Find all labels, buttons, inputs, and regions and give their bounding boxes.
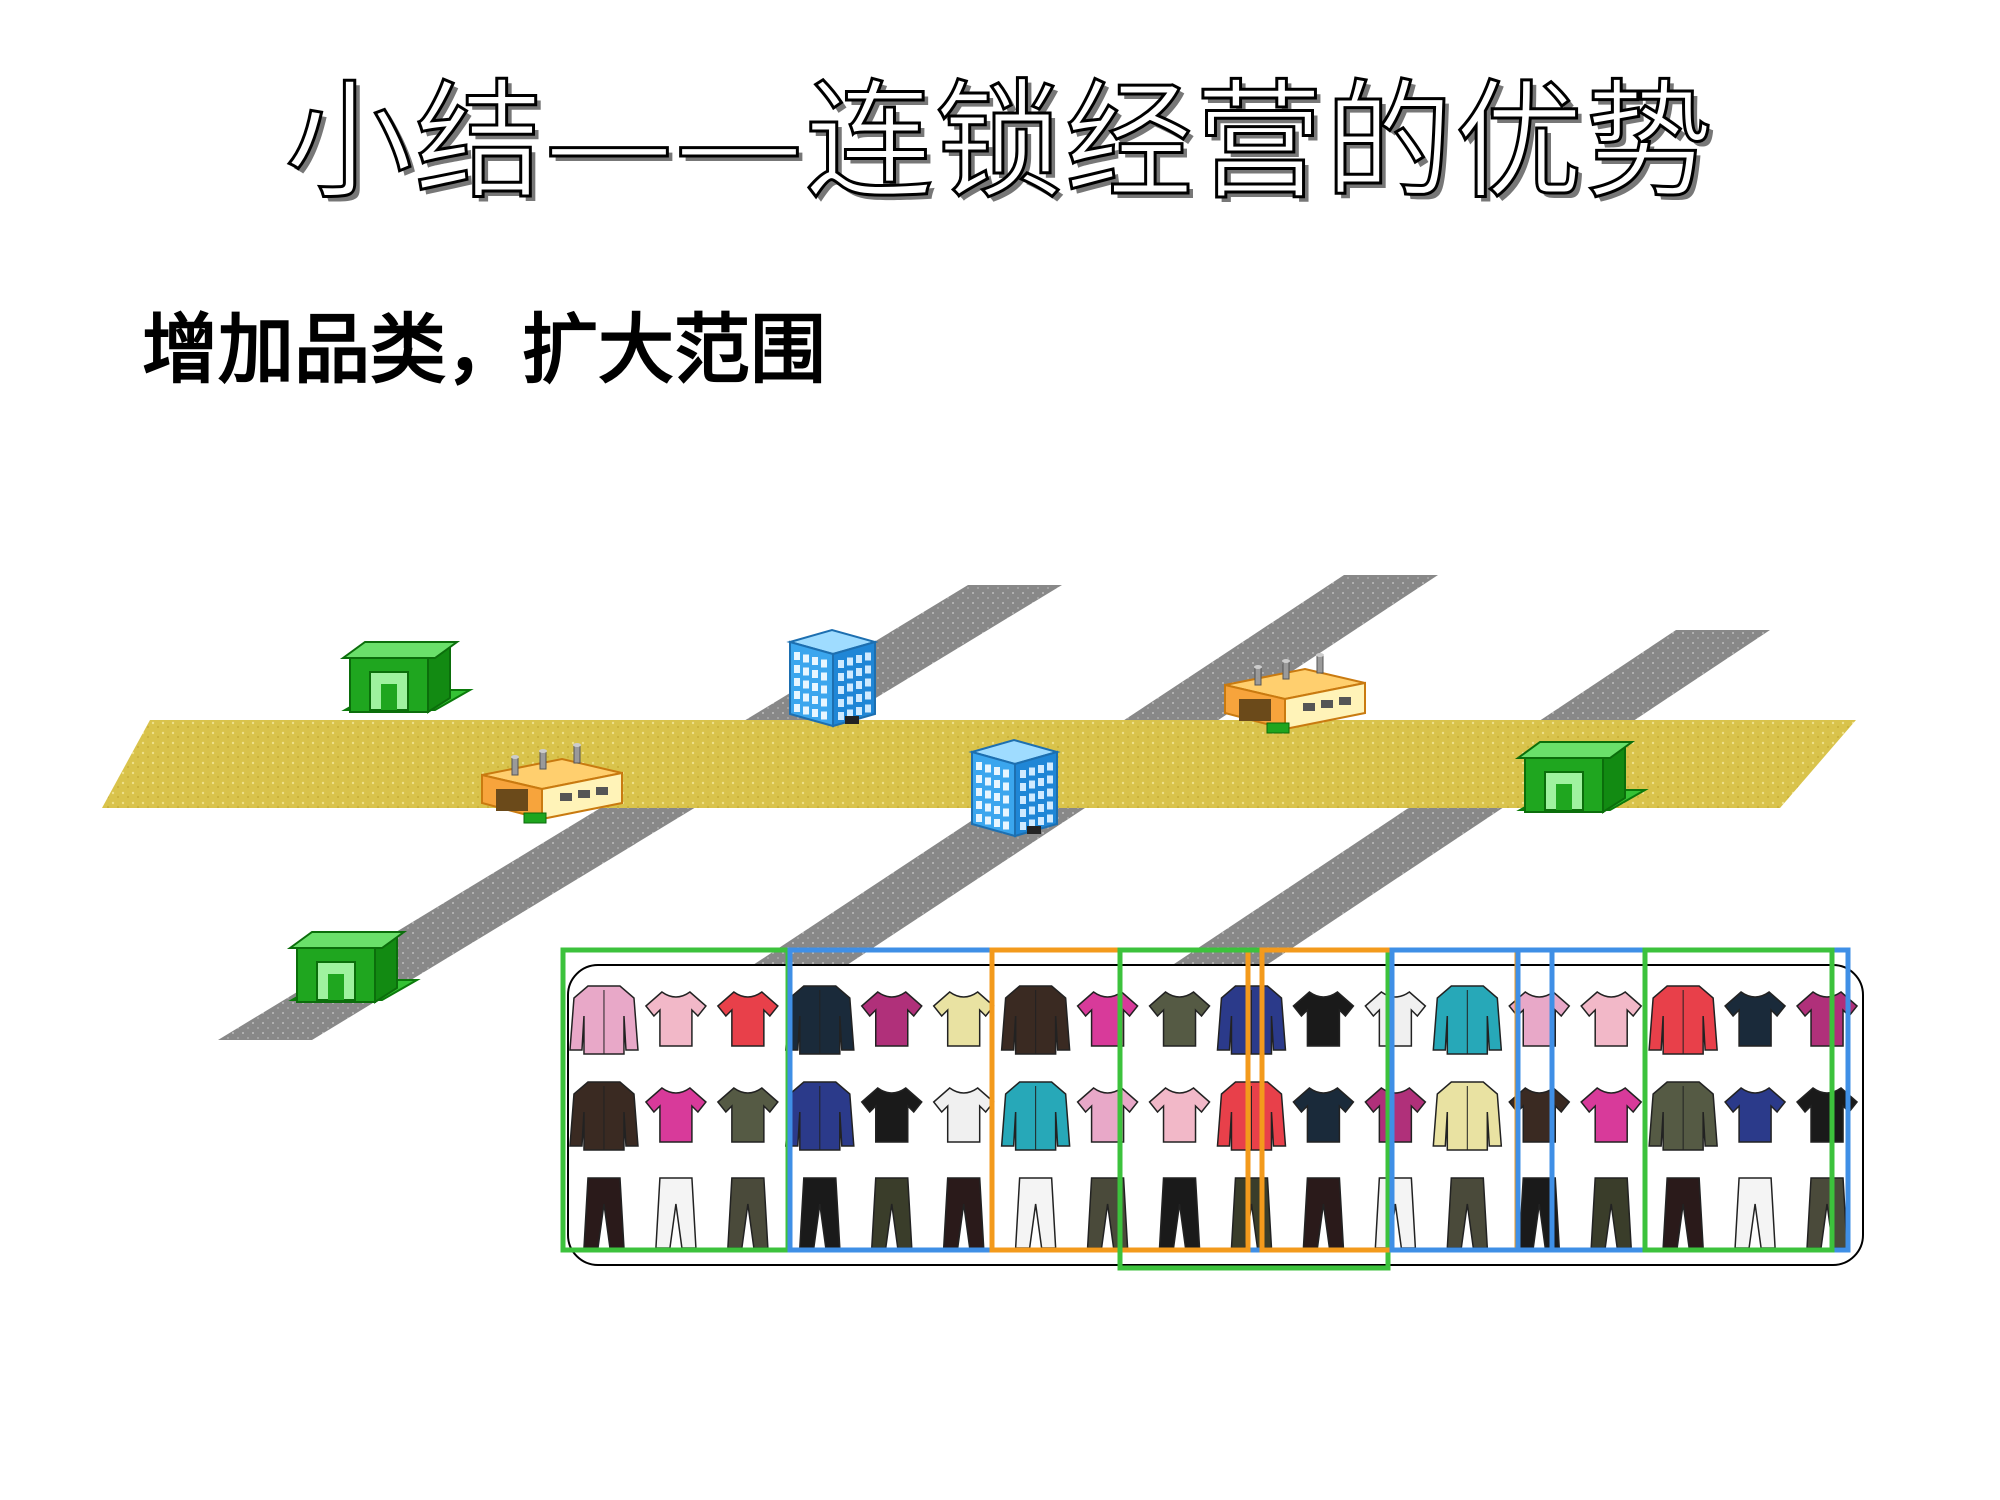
store-icon <box>339 641 474 714</box>
warehouse-icon <box>1224 653 1366 734</box>
clothing-icon <box>1795 1087 1859 1143</box>
clothing-icon <box>1580 991 1643 1047</box>
clothing-icon <box>1000 985 1071 1055</box>
clothing-catalog <box>560 947 1864 1271</box>
category-group-outline <box>1117 947 1391 1271</box>
clothing-icon <box>1795 991 1859 1047</box>
clothing-icon <box>1648 985 1718 1055</box>
office-building-icon <box>968 738 1061 838</box>
slide-subtitle: 增加品类，扩大范围 <box>142 305 826 394</box>
warehouse-icon <box>481 743 623 824</box>
clothing-icon <box>644 1087 707 1143</box>
store-icon <box>286 931 421 1004</box>
store-icon <box>1514 741 1649 814</box>
clothing-icon <box>784 985 855 1055</box>
clothing-icon <box>784 1081 855 1151</box>
clothing-icon <box>860 1087 923 1143</box>
clothing-icon <box>1148 1087 1211 1143</box>
clothing-icon <box>1292 991 1355 1047</box>
clothing-icon <box>1216 1081 1287 1151</box>
category-group-outline <box>1642 947 1835 1253</box>
clothing-icon <box>716 991 779 1047</box>
clothing-icon <box>932 1087 995 1143</box>
clothing-icon <box>1216 985 1287 1055</box>
slide-title: 小结——连锁经营的优势 <box>283 67 1715 219</box>
clothing-icon <box>1580 1087 1643 1143</box>
clothing-icon <box>1724 1087 1787 1143</box>
clothing-icon <box>1724 991 1787 1047</box>
clothing-icon <box>716 1087 779 1143</box>
office-building-icon <box>786 628 879 728</box>
clothing-icon <box>1292 1087 1355 1143</box>
clothing-icon <box>1432 1081 1503 1151</box>
clothing-icon <box>1432 985 1503 1055</box>
clothing-icon <box>860 991 923 1047</box>
clothing-icon <box>569 985 639 1055</box>
map-icon-layer <box>286 628 1649 1004</box>
clothing-icon <box>932 991 995 1047</box>
clothing-icon <box>569 1081 639 1151</box>
clothing-icon <box>1648 1081 1718 1151</box>
clothing-icon <box>644 991 707 1047</box>
clothing-icon <box>1148 991 1211 1047</box>
clothing-icon <box>1000 1081 1071 1151</box>
